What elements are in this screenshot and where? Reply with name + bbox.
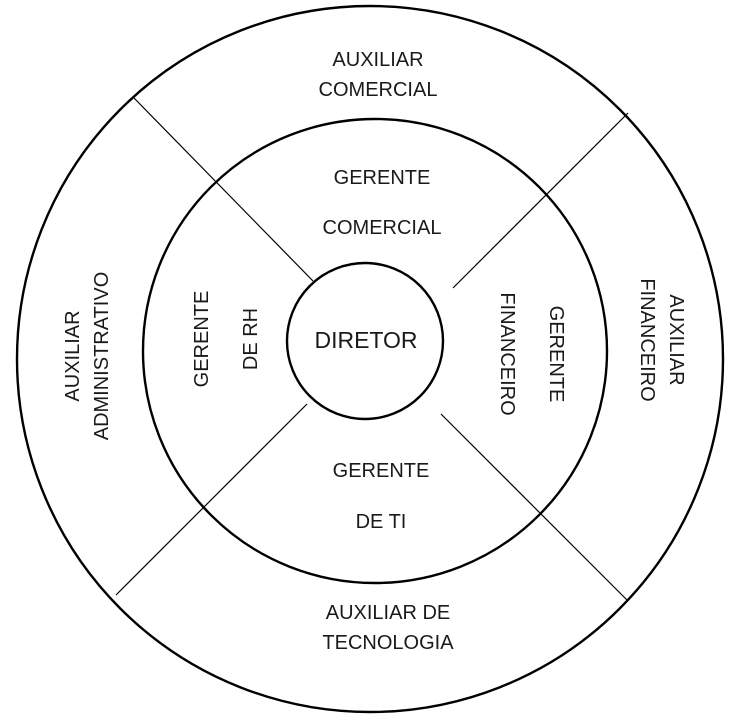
middle-left-line1: GERENTE <box>191 291 213 388</box>
outer-right-line1: AUXILIAR <box>665 294 687 385</box>
center-label: DIRETOR <box>314 327 417 353</box>
middle-left-line2: DE RH <box>240 308 262 370</box>
divider-upper-left <box>133 97 314 282</box>
divider-lower-left <box>115 403 308 596</box>
outer-circle <box>15 4 725 714</box>
outer-left-line1: AUXILIAR <box>62 310 84 401</box>
middle-top-line2: COMERCIAL <box>323 217 442 239</box>
divider-upper-right <box>452 112 629 289</box>
middle-right-line2: FINANCEIRO <box>496 292 518 415</box>
outer-right-line2: FINANCEIRO <box>636 278 658 401</box>
middle-circle <box>141 117 609 585</box>
middle-right-line1: GERENTE <box>545 306 567 403</box>
outer-bottom-line2: TECNOLOGIA <box>322 632 454 654</box>
outer-top-line1: AUXILIAR <box>332 49 423 71</box>
outer-top-line2: COMERCIAL <box>319 79 438 101</box>
middle-top-line1: GERENTE <box>334 167 431 189</box>
middle-bottom-line1: GERENTE <box>333 460 430 482</box>
outer-bottom-line1: AUXILIAR DE <box>326 602 450 624</box>
outer-left-line2: ADMINISTRATIVO <box>91 272 113 441</box>
divider-lower-right <box>440 413 629 602</box>
middle-bottom-line2: DE TI <box>356 511 407 533</box>
inner-circle <box>285 261 445 421</box>
